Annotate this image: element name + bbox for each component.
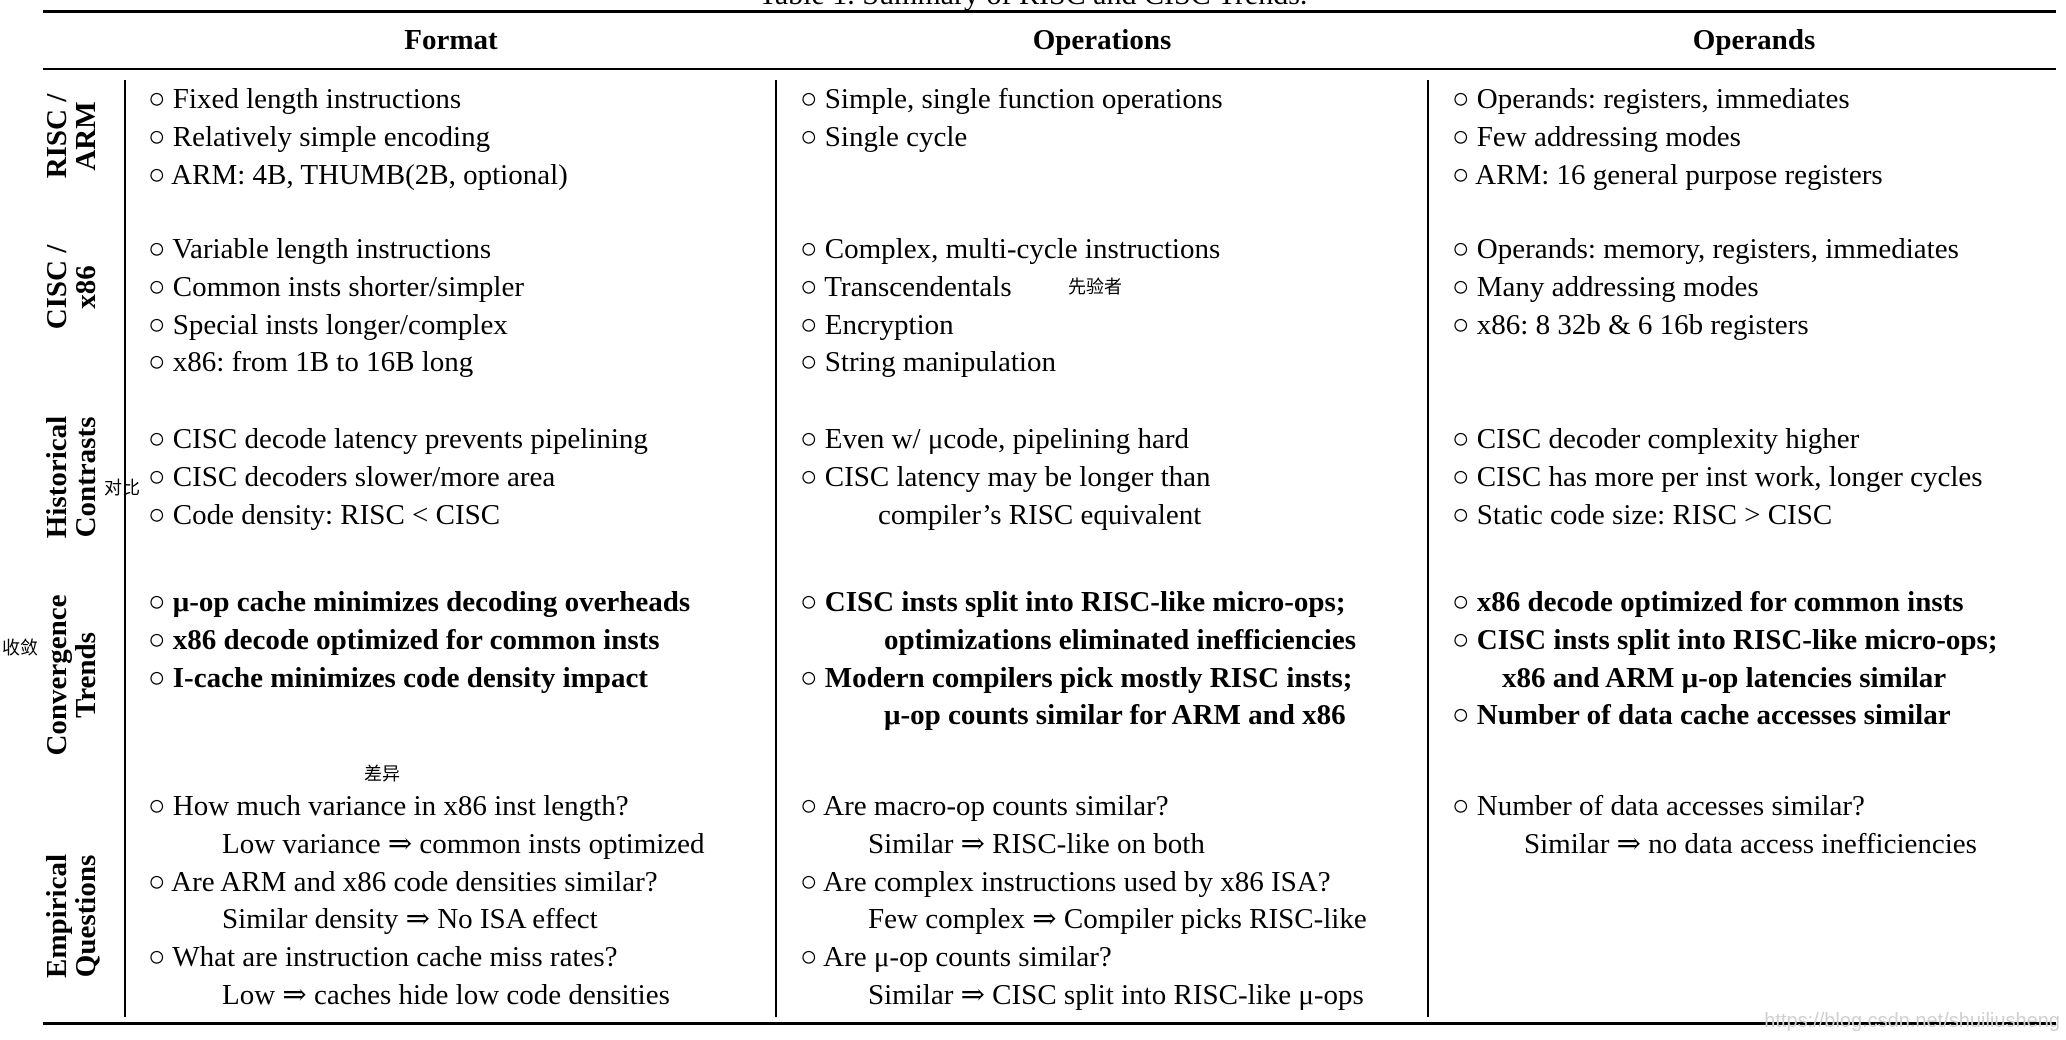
column-divider xyxy=(1427,80,1429,1017)
bullet-item: ○ CISC latency may be longer than xyxy=(800,460,1211,493)
header-format: Format xyxy=(404,24,498,56)
annotation-note: 先验者 xyxy=(1068,277,1122,297)
bullet-item: ○ CISC has more per inst work, longer cy… xyxy=(1452,460,1983,493)
bullet-continuation: Few complex ⇒ Compiler picks RISC-like xyxy=(868,903,1367,936)
row-label: RISC /ARM xyxy=(41,93,102,179)
bullet-item: ○ CISC decoders slower/more area xyxy=(148,460,556,493)
row-label: CISC /x86 xyxy=(41,244,102,330)
bullet-item: ○ Are complex instructions used by x86 I… xyxy=(800,865,1331,898)
bullet-item: ○ Single cycle xyxy=(800,120,968,153)
bullet-continuation: optimizations eliminated inefficiencies xyxy=(884,623,1356,656)
row-label-line: ARM xyxy=(70,101,102,171)
bullet-item: ○ CISC insts split into RISC-like micro-… xyxy=(1452,623,1998,656)
row-label-line: Historical xyxy=(41,415,73,539)
row-label-line: Convergence xyxy=(41,594,73,756)
bullet-item: ○ ARM: 16 general purpose registers xyxy=(1452,158,1883,191)
watermark: https://blog.csdn.net/shuiliusheng xyxy=(1764,1010,2060,1032)
bullet-item: ○ Are ARM and x86 code densities similar… xyxy=(148,865,658,898)
bullet-item: ○ Are μ-op counts similar? xyxy=(800,941,1112,974)
bullet-item: ○ x86: from 1B to 16B long xyxy=(148,346,474,379)
bullet-item: ○ Simple, single function operations xyxy=(800,83,1223,115)
header-rule xyxy=(43,68,2056,70)
row-label-line: Questions xyxy=(70,854,102,978)
annotation-note: 对比 xyxy=(104,478,140,498)
bullet-item: ○ Number of data cache accesses similar xyxy=(1452,699,1951,732)
top-rule xyxy=(43,10,2056,13)
bullet-item: ○ Even w/ μcode, pipelining hard xyxy=(800,423,1190,455)
bullet-continuation: Similar ⇒ CISC split into RISC-like μ-op… xyxy=(868,979,1364,1011)
bullet-continuation: Similar ⇒ no data access inefficiencies xyxy=(1524,827,1977,860)
table-caption: Table 1. Summary of RISC and CISC Trends… xyxy=(0,0,2066,12)
bullet-item: ○ Transcendentals xyxy=(800,270,1012,303)
bullet-continuation: x86 and ARM μ-op latencies similar xyxy=(1502,661,1947,694)
bullet-item: ○ CISC decoder complexity higher xyxy=(1452,423,1860,455)
header-operands: Operands xyxy=(1692,24,1816,56)
bullet-item: ○ Operands: registers, immediates xyxy=(1452,83,1850,115)
row-label-line: Trends xyxy=(70,632,102,718)
bullet-item: ○ I-cache minimizes code density impact xyxy=(148,661,648,694)
header-operations: Operations xyxy=(1032,24,1172,56)
bullet-continuation: Low ⇒ caches hide low code densities xyxy=(222,979,670,1011)
bullet-item: ○ Special insts longer/complex xyxy=(148,308,508,341)
bullet-item: ○ Many addressing modes xyxy=(1452,270,1759,303)
bullet-item: ○ Operands: memory, registers, immediate… xyxy=(1452,233,1959,265)
bullet-item: ○ String manipulation xyxy=(800,346,1056,379)
bullet-item: ○ x86: 8 32b & 6 16b registers xyxy=(1452,308,1809,341)
bullet-item: ○ ARM: 4B, THUMB(2B, optional) xyxy=(148,158,568,191)
bullet-item: ○ Variable length instructions xyxy=(148,233,492,265)
row-label-line: Empirical xyxy=(41,853,73,979)
bullet-item: ○ Common insts shorter/simpler xyxy=(148,270,524,303)
annotation-note: 差异 xyxy=(364,764,400,784)
bullet-item: ○ Fixed length instructions xyxy=(148,83,462,115)
bullet-item: ○ μ-op cache minimizes decoding overhead… xyxy=(148,586,691,618)
bullet-continuation: Low variance ⇒ common insts optimized xyxy=(222,827,705,860)
bullet-item: ○ Relatively simple encoding xyxy=(148,120,491,153)
row-label-line: x86 xyxy=(70,265,102,309)
bullet-continuation: Similar ⇒ RISC-like on both xyxy=(868,827,1205,860)
bullet-item: ○ What are instruction cache miss rates? xyxy=(148,941,618,974)
row-label-line: Contrasts xyxy=(70,416,102,538)
bullet-item: ○ How much variance in x86 inst length? xyxy=(148,790,629,822)
bullet-item: ○ Modern compilers pick mostly RISC inst… xyxy=(800,661,1353,694)
bottom-rule xyxy=(43,1022,2056,1025)
bullet-item: ○ CISC decode latency prevents pipelinin… xyxy=(148,423,648,455)
bullet-item: ○ x86 decode optimized for common insts xyxy=(148,623,660,656)
row-label-line: CISC / xyxy=(41,244,73,330)
bullet-item: ○ Are macro-op counts similar? xyxy=(800,790,1169,822)
bullet-item: ○ Complex, multi-cycle instructions xyxy=(800,233,1221,265)
bullet-continuation: compiler’s RISC equivalent xyxy=(878,498,1202,531)
column-divider xyxy=(775,80,777,1017)
bullet-continuation: Similar density ⇒ No ISA effect xyxy=(222,903,598,936)
bullet-item: ○ Few addressing modes xyxy=(1452,120,1741,153)
column-divider xyxy=(124,80,126,1017)
row-label-line: RISC / xyxy=(41,93,73,179)
bullet-item: ○ Static code size: RISC > CISC xyxy=(1452,498,1833,531)
bullet-item: ○ CISC insts split into RISC-like micro-… xyxy=(800,586,1346,618)
bullet-item: ○ Code density: RISC < CISC xyxy=(148,498,501,531)
bullet-item: ○ Encryption xyxy=(800,308,954,341)
bullet-item: ○ x86 decode optimized for common insts xyxy=(1452,586,1964,618)
bullet-item: ○ Number of data accesses similar? xyxy=(1452,790,1865,822)
bullet-continuation: μ-op counts similar for ARM and x86 xyxy=(884,699,1346,732)
annotation-note: 收敛 xyxy=(2,638,38,658)
